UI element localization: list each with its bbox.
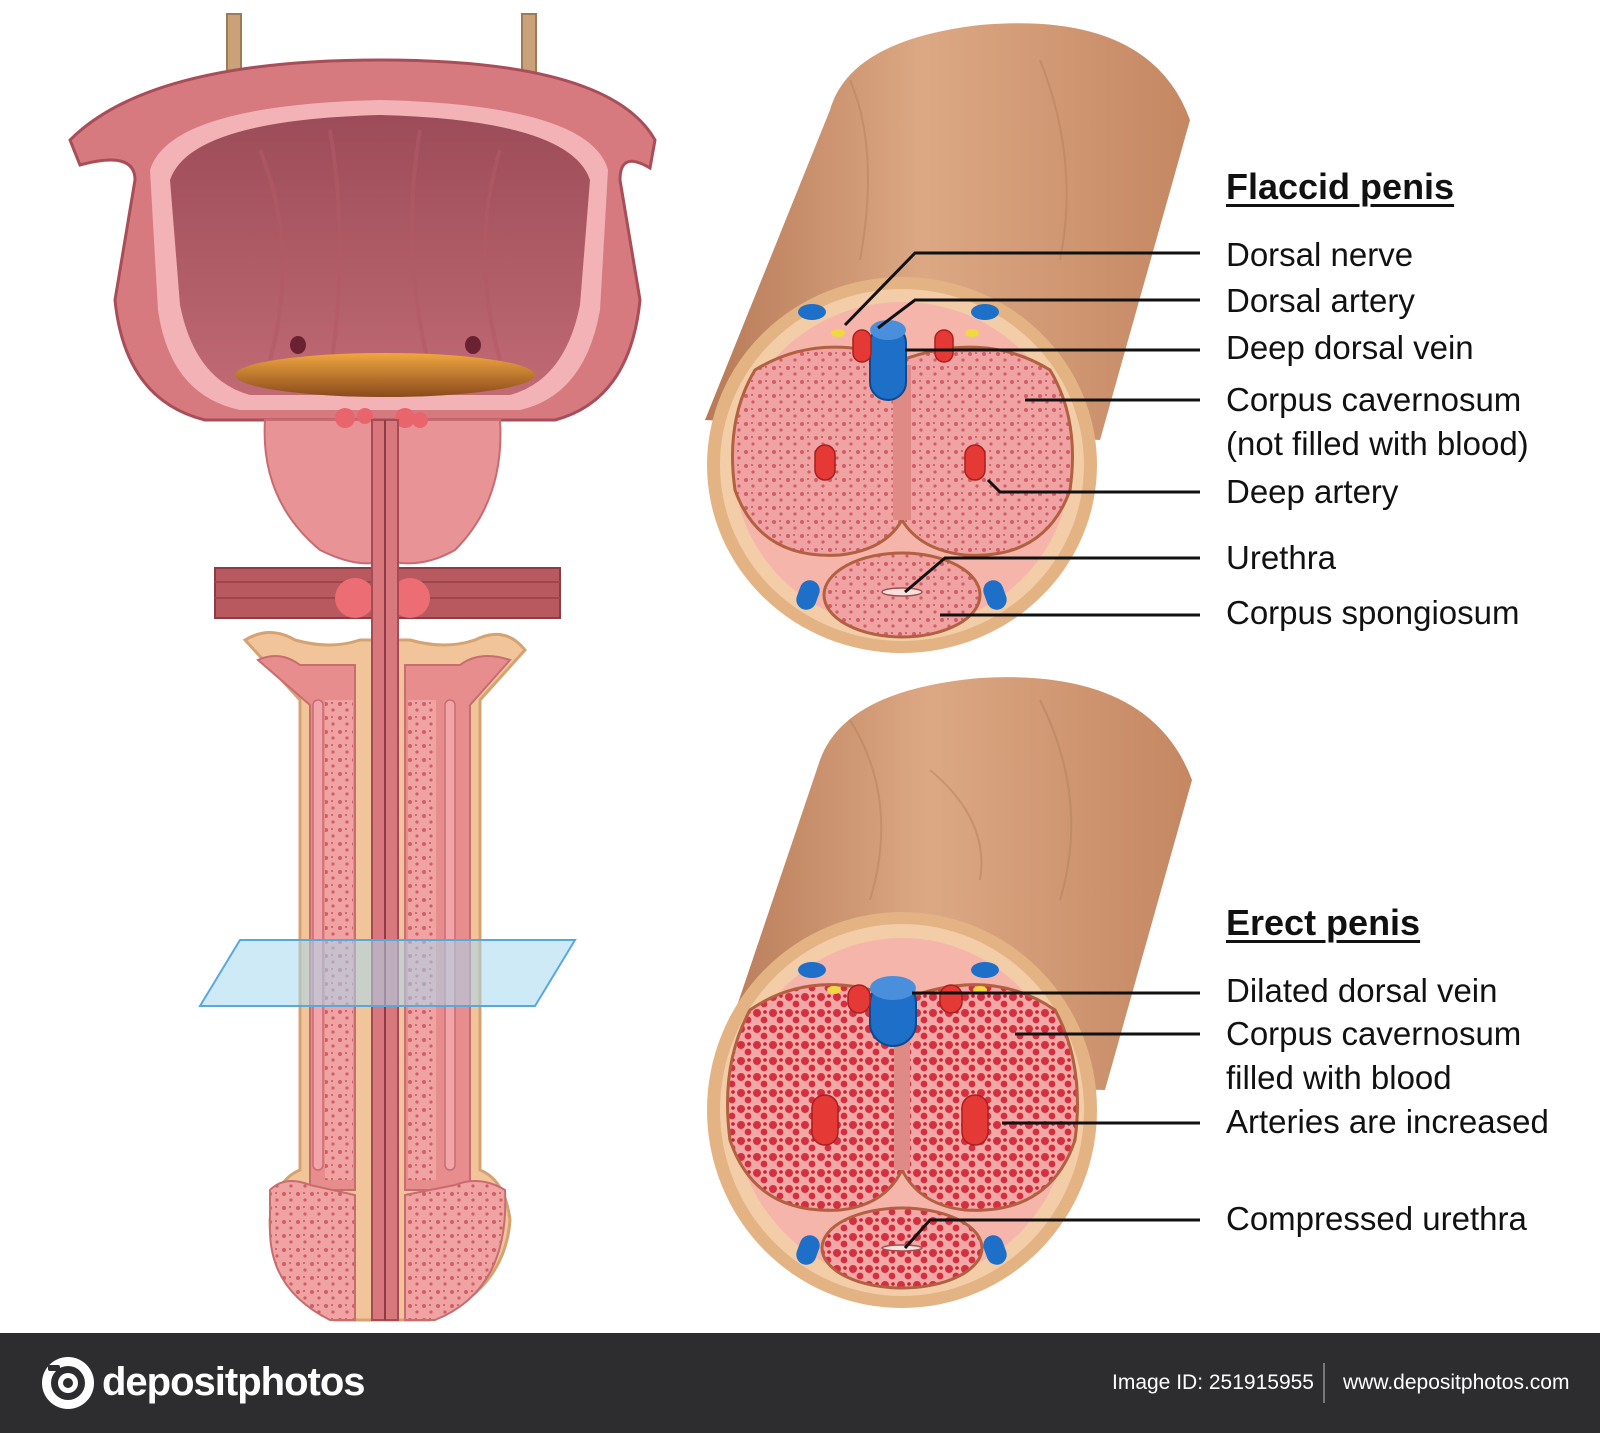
- label-arteries-increased: Arteries are increased: [1226, 1103, 1549, 1140]
- label-not-filled: (not filled with blood): [1226, 425, 1529, 462]
- footer-brand: depositphotos: [102, 1360, 366, 1404]
- leader-lines: [843, 251, 1200, 1249]
- camera-logo-icon: [42, 1357, 94, 1409]
- label-corpus-cavernosum-erect: Corpus cavernosum: [1226, 1015, 1522, 1052]
- footer-url[interactable]: www.depositphotos.com: [1343, 1371, 1570, 1394]
- erect-cross-section: [707, 677, 1192, 1308]
- label-dilated-dorsal-vein: Dilated dorsal vein: [1226, 972, 1498, 1009]
- anatomy-illustration: [68, 13, 1200, 1322]
- flaccid-title: Flaccid penis: [1226, 166, 1455, 207]
- label-filled-with-blood: filled with blood: [1226, 1059, 1452, 1096]
- flaccid-cross-section: [705, 23, 1190, 653]
- footer-bar: depositphotos Image ID: 251915955 www.de…: [0, 1333, 1600, 1433]
- label-compressed-urethra: Compressed urethra: [1226, 1200, 1527, 1237]
- label-deep-artery: Deep artery: [1226, 473, 1399, 510]
- erect-title: Erect penis: [1226, 902, 1421, 943]
- longitudinal-section: [68, 13, 657, 1322]
- footer-divider: [1323, 1363, 1325, 1403]
- label-dorsal-artery: Dorsal artery: [1226, 282, 1415, 319]
- label-urethra: Urethra: [1226, 539, 1337, 576]
- label-corpus-cavernosum: Corpus cavernosum: [1226, 381, 1522, 418]
- label-dorsal-nerve: Dorsal nerve: [1226, 236, 1414, 273]
- label-deep-dorsal-vein: Deep dorsal vein: [1226, 329, 1474, 366]
- label-corpus-spongiosum: Corpus spongiosum: [1226, 594, 1520, 631]
- image-id: Image ID: 251915955: [1112, 1371, 1314, 1394]
